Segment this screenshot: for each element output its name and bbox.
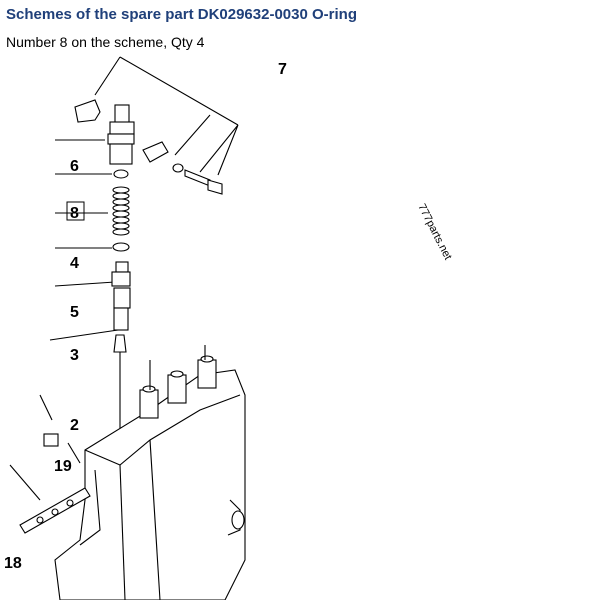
callout-8[interactable]: 8	[70, 205, 79, 222]
watermark-text: 777parts.net	[415, 202, 453, 262]
clamp-part	[74, 99, 101, 123]
nozzle-holder-stack	[107, 104, 135, 445]
leader-lines	[9, 56, 239, 501]
clamp-part	[142, 141, 169, 163]
callout-19[interactable]: 19	[54, 458, 72, 475]
callout-6[interactable]: 6	[70, 158, 79, 175]
bolt-part	[184, 169, 211, 187]
washer-part	[172, 163, 184, 173]
callout-3[interactable]: 3	[70, 347, 79, 364]
injection-pump-body	[19, 345, 246, 600]
callout-highlight-box	[66, 201, 85, 221]
callout-7[interactable]: 7	[278, 61, 287, 78]
page-title: Schemes of the spare part DK029632-0030 …	[6, 6, 357, 23]
parts-scheme-diagram: 7 6 8 4 5 3 2 19 18 777parts.net	[4, 56, 454, 600]
callout-2[interactable]: 2	[70, 417, 79, 434]
part-position-info: Number 8 on the scheme, Qty 4	[6, 34, 205, 50]
callout-5[interactable]: 5	[70, 304, 79, 321]
callout-4[interactable]: 4	[70, 255, 79, 272]
callout-18[interactable]: 18	[4, 555, 22, 572]
